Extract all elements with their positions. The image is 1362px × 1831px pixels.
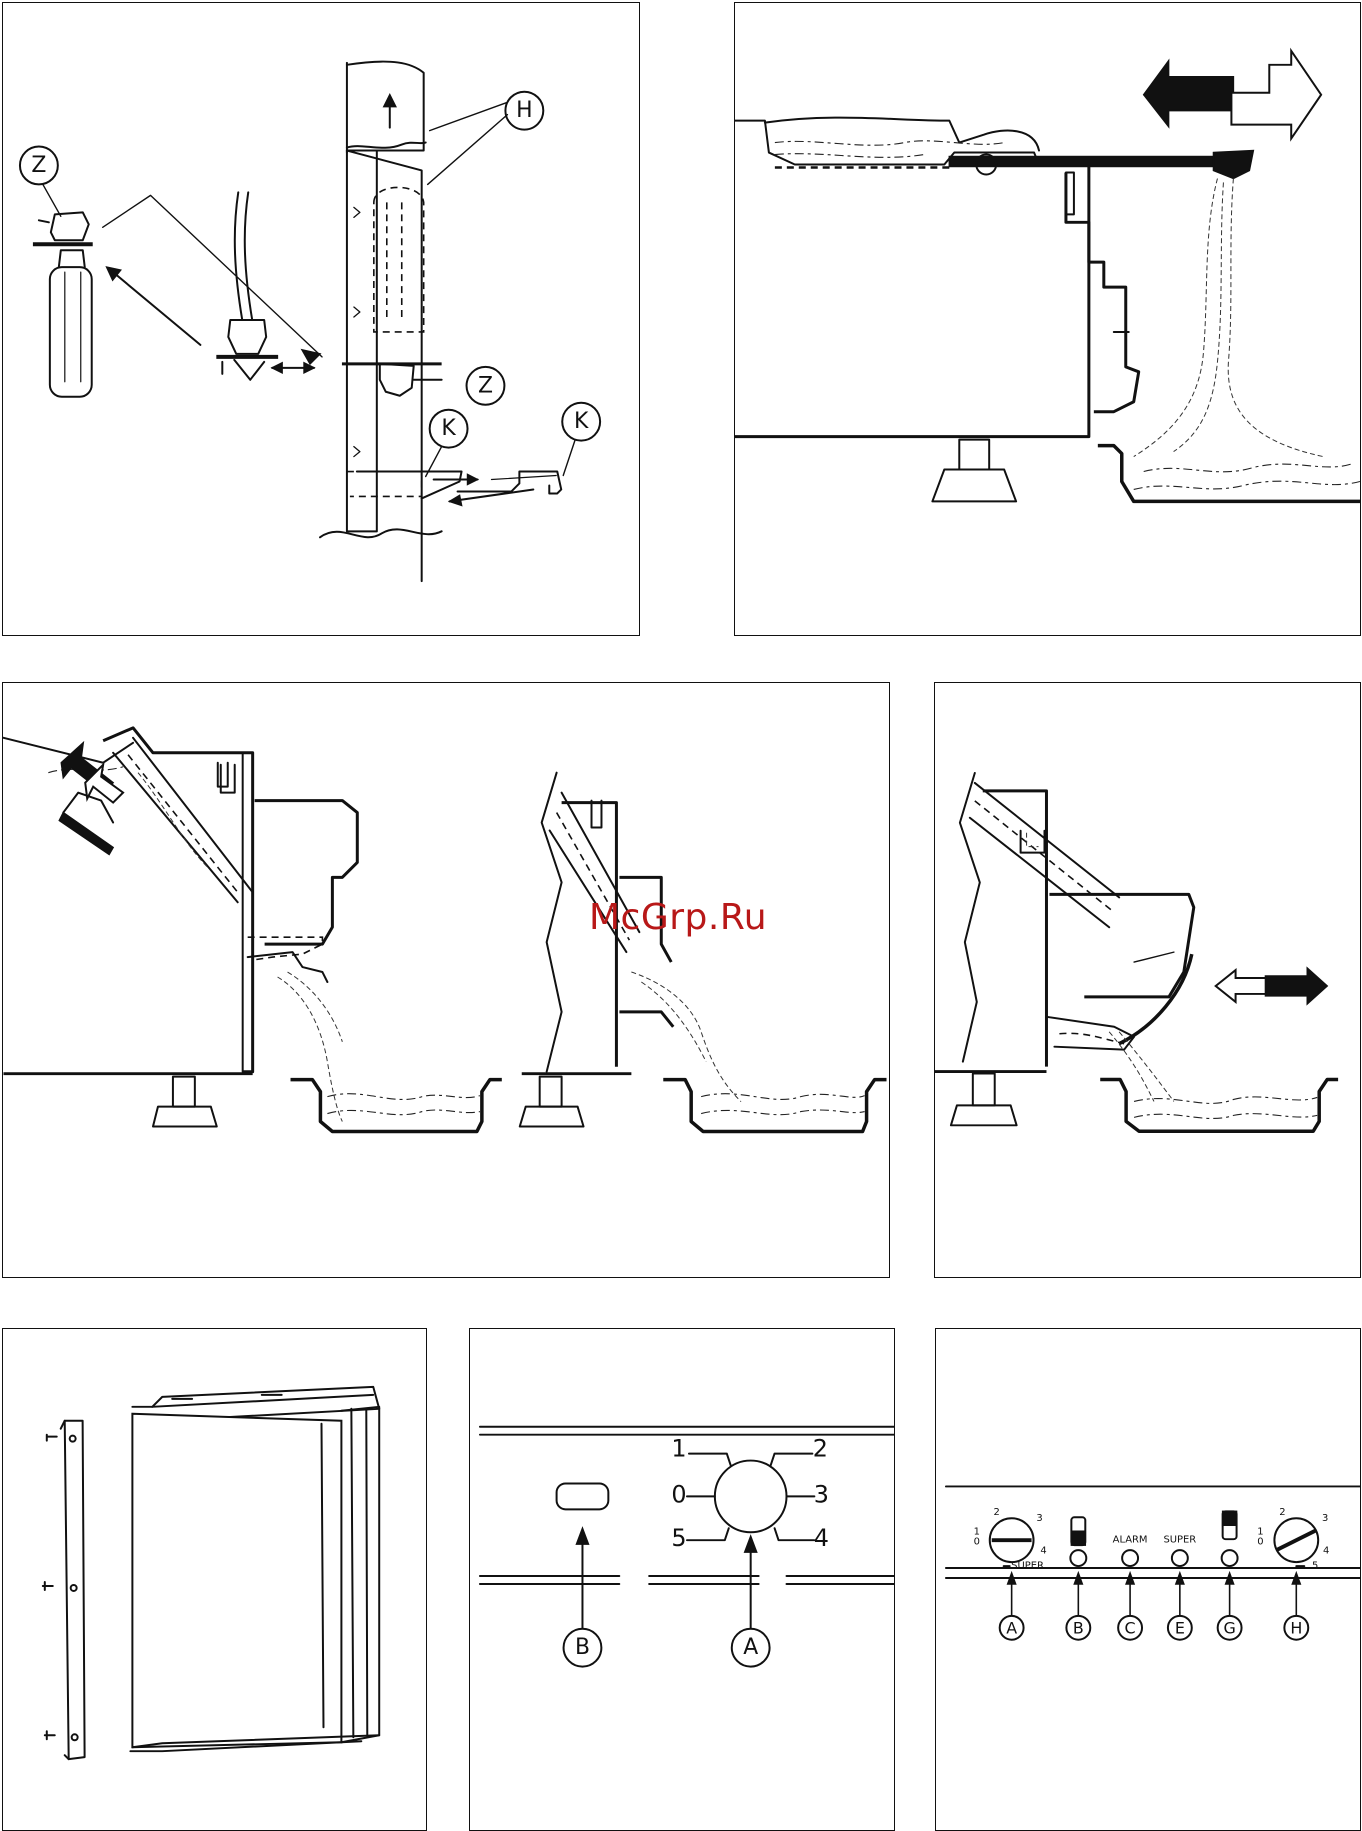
super-button-label: SUPER — [1163, 1535, 1196, 1546]
dial-number-0: 0 — [671, 1480, 686, 1508]
foot-base — [932, 470, 1016, 502]
dial-number-2: 2 — [813, 1435, 828, 1463]
panel-drip-tray-drain — [734, 2, 1361, 636]
bottle-body — [50, 267, 92, 397]
label-z-top: Z — [31, 153, 46, 178]
right-dial-number-2: 2 — [1279, 1507, 1285, 1518]
control-panel-a-b: 1 2 0 3 5 4 B A — [470, 1329, 894, 1830]
callout-a: A — [743, 1635, 758, 1660]
right-dial-number-3: 3 — [1322, 1513, 1328, 1524]
callout-e: E — [1175, 1618, 1185, 1637]
super-setting-label: SUPER — [1011, 1561, 1044, 1572]
valve-cap-middle — [228, 320, 266, 354]
lamp-g — [1222, 1550, 1238, 1566]
callout-b: B — [575, 1635, 590, 1660]
callout-h: H — [1290, 1618, 1302, 1637]
label-k-left: K — [441, 416, 456, 441]
panel-control-single-dial: 1 2 0 3 5 4 B A — [469, 1328, 895, 1831]
shelf-assembly-illustration: Z Z H — [3, 3, 639, 635]
drain-tube-illustration — [3, 683, 889, 1277]
door-trim-illustration — [3, 1329, 426, 1830]
door-panel — [132, 1414, 341, 1747]
arrow-out-light — [1216, 970, 1268, 1002]
left-dial-number-0: 0 — [974, 1537, 980, 1548]
panel-drain-tube-cleaning: McGrp.Ru — [2, 682, 890, 1278]
panel-shelf-assembly: Z Z H — [2, 2, 640, 636]
cleaning-brush — [59, 813, 113, 855]
drip-tray-illustration — [735, 3, 1360, 635]
dial-number-3: 3 — [814, 1480, 829, 1508]
panel-door-trim — [2, 1328, 427, 1831]
dial-number-4: 4 — [814, 1524, 829, 1552]
right-dial-number-0: 0 — [1257, 1537, 1263, 1548]
left-dial-number-3: 3 — [1036, 1513, 1042, 1524]
door-liner — [347, 151, 377, 532]
arrow-pull-dark — [1144, 61, 1234, 127]
dial-number-1: 1 — [671, 1435, 686, 1463]
lamp-c — [1122, 1550, 1138, 1566]
callout-c: C — [1125, 1618, 1136, 1637]
foot-stem — [959, 440, 989, 470]
control-panel-a-h: 2 3 1 0 4 SUPER ALARM SUPER 2 3 1 0 4 5 — [936, 1329, 1360, 1830]
tray-hinge-illustration — [935, 683, 1360, 1277]
arrow-in-dark — [1265, 968, 1327, 1004]
panel-control-two-dials: 2 3 1 0 4 SUPER ALARM SUPER 2 3 1 0 4 5 — [935, 1328, 1361, 1831]
callout-a: A — [1006, 1618, 1017, 1637]
button-e[interactable] — [1172, 1550, 1188, 1566]
right-dial-number-5: 5 — [1312, 1561, 1318, 1572]
lamp-b — [1070, 1550, 1086, 1566]
indicator-lamp-b — [557, 1483, 609, 1509]
label-z-middle: Z — [478, 373, 493, 398]
dial-number-5: 5 — [671, 1524, 686, 1552]
valve-cap-top — [51, 212, 89, 240]
thermostat-dial-a[interactable] — [715, 1461, 787, 1533]
drip-tray-end — [1213, 151, 1253, 179]
right-dial-number-4: 4 — [1323, 1546, 1329, 1557]
arrow-push-light — [1231, 51, 1321, 139]
callout-b: B — [1073, 1618, 1084, 1637]
left-dial-number-2: 2 — [994, 1507, 1000, 1518]
left-dial-number-4: 4 — [1040, 1546, 1046, 1557]
panel-tray-hinge-drain — [934, 682, 1361, 1278]
callout-g: G — [1223, 1618, 1235, 1637]
label-k-right: K — [574, 409, 589, 434]
watermark-text: McGrp.Ru — [589, 897, 767, 938]
label-h: H — [516, 98, 532, 123]
alarm-label: ALARM — [1113, 1535, 1148, 1546]
